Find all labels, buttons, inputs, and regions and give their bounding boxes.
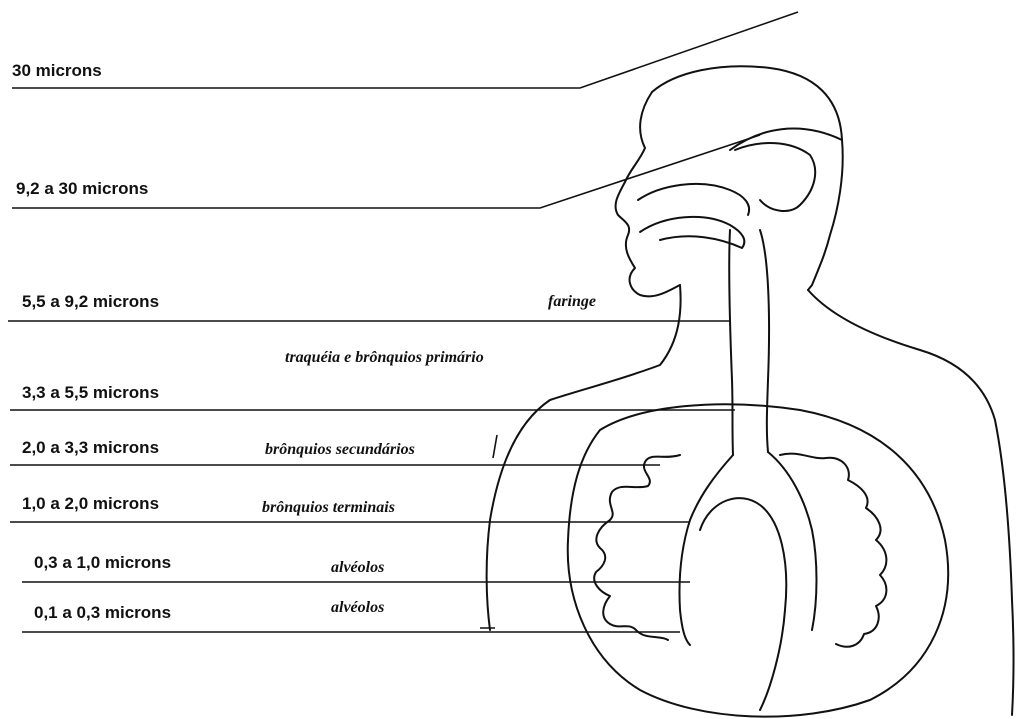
size-label-1: 30 microns [12, 61, 102, 80]
size-label-2: 9,2 a 30 microns [16, 179, 148, 198]
size-label-3: 5,5 a 9,2 microns [22, 292, 159, 311]
neck-back-shoulder [808, 290, 1014, 715]
label-traqueia: traquéia e brônquios primário [285, 349, 484, 366]
particle-size-labels: 30 microns 9,2 a 30 microns 5,5 a 9,2 mi… [12, 61, 171, 622]
label-bronquios-secundarios: brônquios secundários [265, 441, 415, 458]
human-figure-drawing [487, 66, 1014, 716]
trachea-tube [760, 230, 769, 452]
label-alveolos-2: alvéolos [331, 599, 384, 616]
left-lung-lobules [594, 455, 680, 640]
pharynx-tube [729, 230, 733, 455]
left-bronchus [679, 455, 733, 645]
label-bronquios-terminais: brônquios terminais [262, 499, 395, 516]
label-faringe: faringe [548, 293, 596, 310]
mediastinum [700, 498, 786, 710]
size-label-7: 0,3 a 1,0 microns [34, 553, 171, 572]
size-label-4: 3,3 a 5,5 microns [22, 383, 159, 402]
right-lung-lobules [780, 454, 886, 647]
size-label-6: 1,0 a 2,0 microns [22, 494, 159, 513]
size-label-5: 2,0 a 3,3 microns [22, 438, 159, 457]
region-labels: faringe traquéia e brônquios primário br… [262, 293, 596, 616]
thorax-outline [568, 404, 948, 716]
label-alveolos-1: alvéolos [331, 559, 384, 576]
size-label-8: 0,1 a 0,3 microns [34, 603, 171, 622]
nasal-cavity [638, 184, 749, 215]
right-bronchus [768, 452, 817, 630]
